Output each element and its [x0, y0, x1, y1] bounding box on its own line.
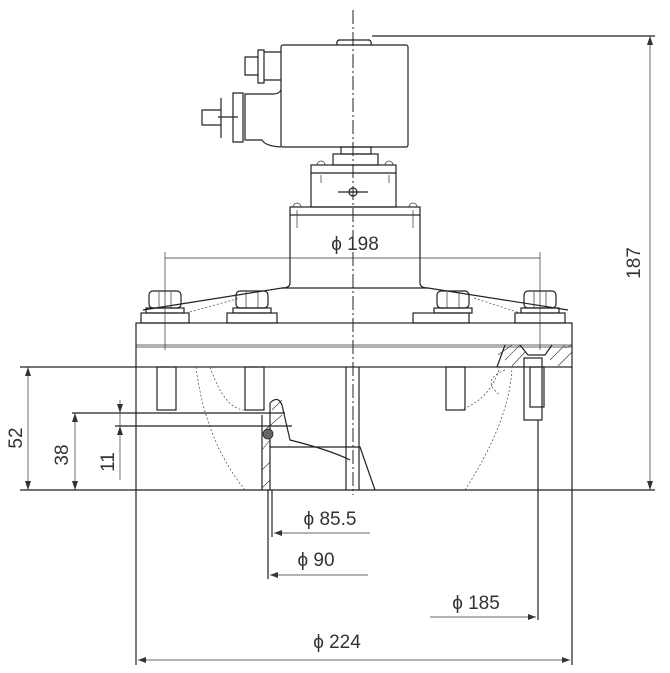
dim-flange-diameter: ϕ 224 [313, 632, 361, 653]
dim-seal-offset: 11 [98, 452, 119, 472]
dim-outlet-diameter: ϕ 90 [297, 550, 334, 571]
dim-outlet-depth: 38 [52, 444, 73, 465]
dim-overall-height: 187 [624, 247, 645, 279]
dim-body-height: 52 [6, 427, 27, 448]
dimension-lines [20, 36, 653, 665]
dim-bolt-circle: ϕ 198 [331, 234, 379, 255]
section-hatch [261, 344, 573, 489]
valve-body [135, 322, 573, 491]
dim-inner-diameter: ϕ 85.5 [304, 509, 357, 530]
o-ring [262, 428, 274, 440]
solenoid-coil [201, 35, 655, 148]
dim-pitch-diameter: ϕ 185 [452, 593, 500, 614]
valve-bonnet [142, 146, 569, 311]
